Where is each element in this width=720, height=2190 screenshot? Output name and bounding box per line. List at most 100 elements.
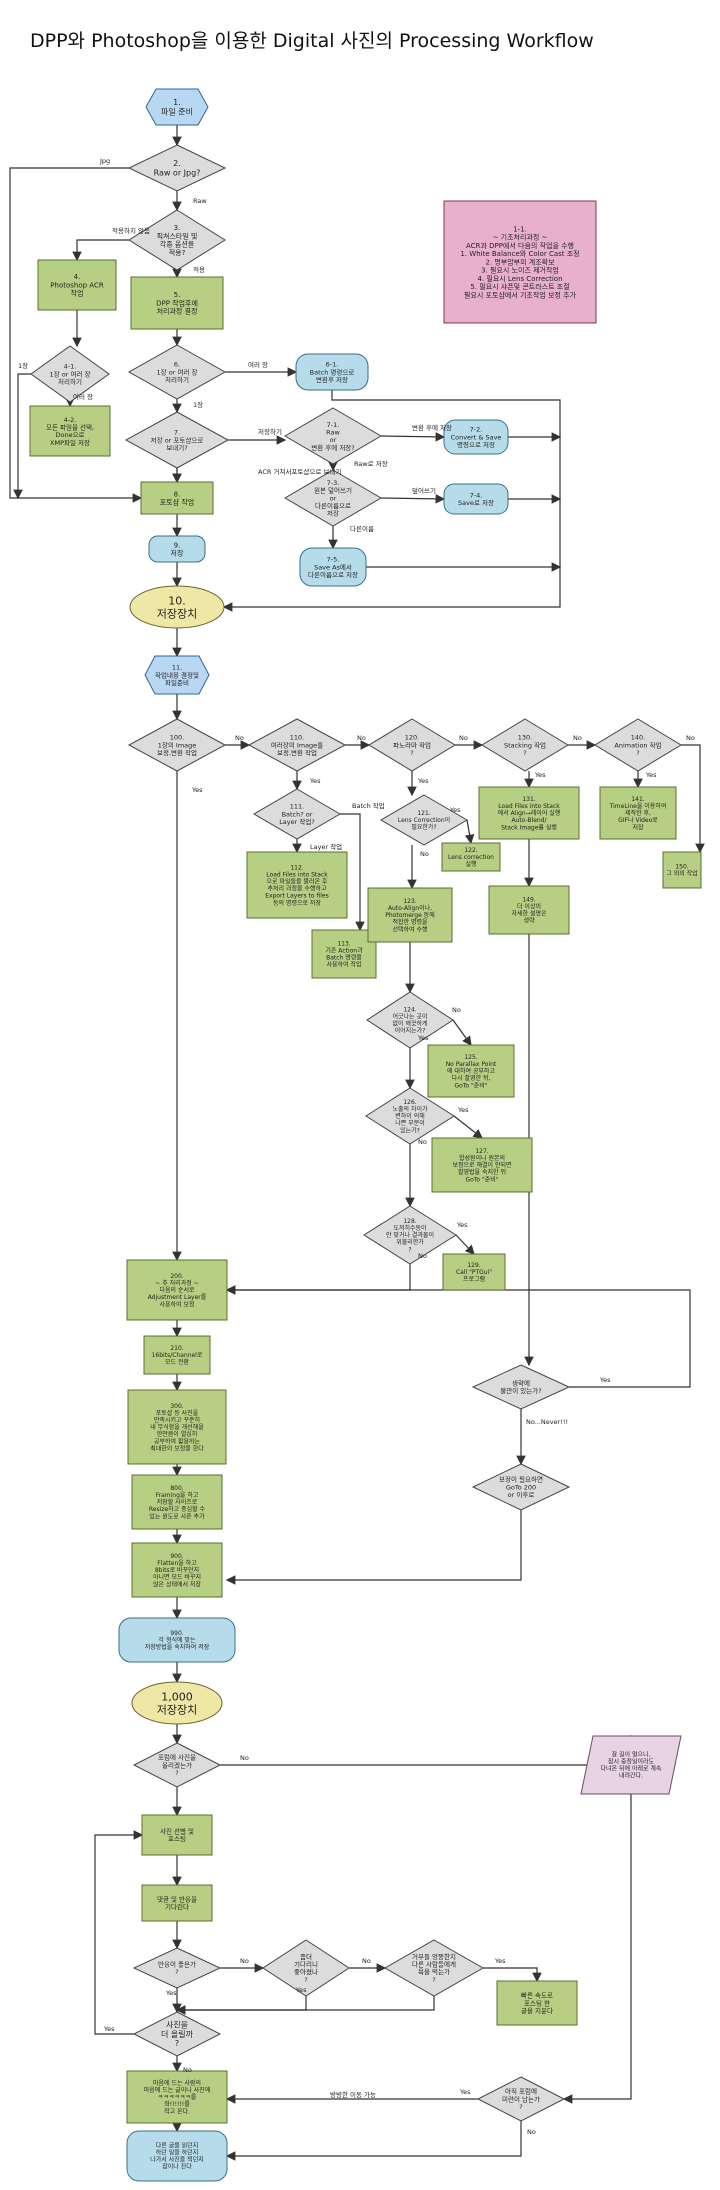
edge-label: Yes (295, 1986, 307, 1994)
edge-label: Yes (534, 771, 546, 779)
node-n120: 120.파노라마 작업? (368, 718, 456, 772)
edge-label: Raw로 저장 (354, 459, 388, 468)
edge-label: Yes (191, 786, 203, 794)
edge-label: No (240, 1957, 249, 1965)
edge-label: Yes (103, 2025, 115, 2033)
node-label: 129.Call "PTGui"프로그램 (456, 1262, 492, 1283)
node-n2: 2.Raw or Jpg? (127, 144, 227, 192)
node-n129: 129.Call "PTGui"프로그램 (442, 1253, 506, 1291)
edge-label: No (420, 850, 429, 858)
edge-label: Layer 작업 (310, 842, 342, 851)
node-n140: 140.Animation 작업? (594, 718, 682, 772)
flow-edge (455, 1234, 475, 1255)
node-n130: 130.Stacking 작업? (481, 718, 569, 772)
flow-edge (175, 1996, 307, 2015)
edge-label: No (362, 1957, 371, 1965)
flow-edge (175, 1996, 435, 2015)
edge-label: No (357, 734, 366, 742)
edge-label: 1장 (18, 361, 28, 370)
page-title: DPP와 Photoshop을 이용한 Digital 사진의 Processi… (30, 30, 594, 52)
node-n8: 8.포토샵 작업 (140, 481, 214, 515)
edge-label: Yes (457, 1106, 469, 1114)
edge-label: Yes (417, 777, 429, 785)
edge-label: 다른이름 (350, 524, 374, 533)
node-label: 140.Animation 작업? (614, 734, 661, 757)
flow-edge (464, 819, 475, 845)
flow-edge (340, 813, 365, 932)
edge-label: Raw (193, 197, 207, 205)
edge-label: Yes (459, 2088, 471, 2096)
flow-edge (225, 1285, 691, 1388)
edge-label: No (459, 734, 468, 742)
node-label: 2.Raw or Jpg? (154, 159, 201, 177)
node-n1: 1.파일 준비 (145, 88, 209, 126)
edge-label: 여러 장 (73, 392, 93, 401)
node-n9: 9.저장 (148, 535, 206, 563)
node-label: 150.그 외의 작업 (666, 864, 697, 878)
flow-edge (483, 1967, 542, 1983)
edge-label: Yes (456, 1221, 468, 1229)
edge-label: Yes (417, 1034, 429, 1042)
node-label: 7-4.Save로 저장 (458, 491, 494, 507)
edge-label: Yes (494, 1957, 506, 1965)
node-label: 9.저장 (171, 541, 184, 557)
flow-edge (562, 1794, 632, 2104)
flow-edge (380, 494, 446, 504)
node-n74: 7-4.Save로 저장 (443, 483, 509, 515)
edge-label: No (183, 2066, 192, 2074)
